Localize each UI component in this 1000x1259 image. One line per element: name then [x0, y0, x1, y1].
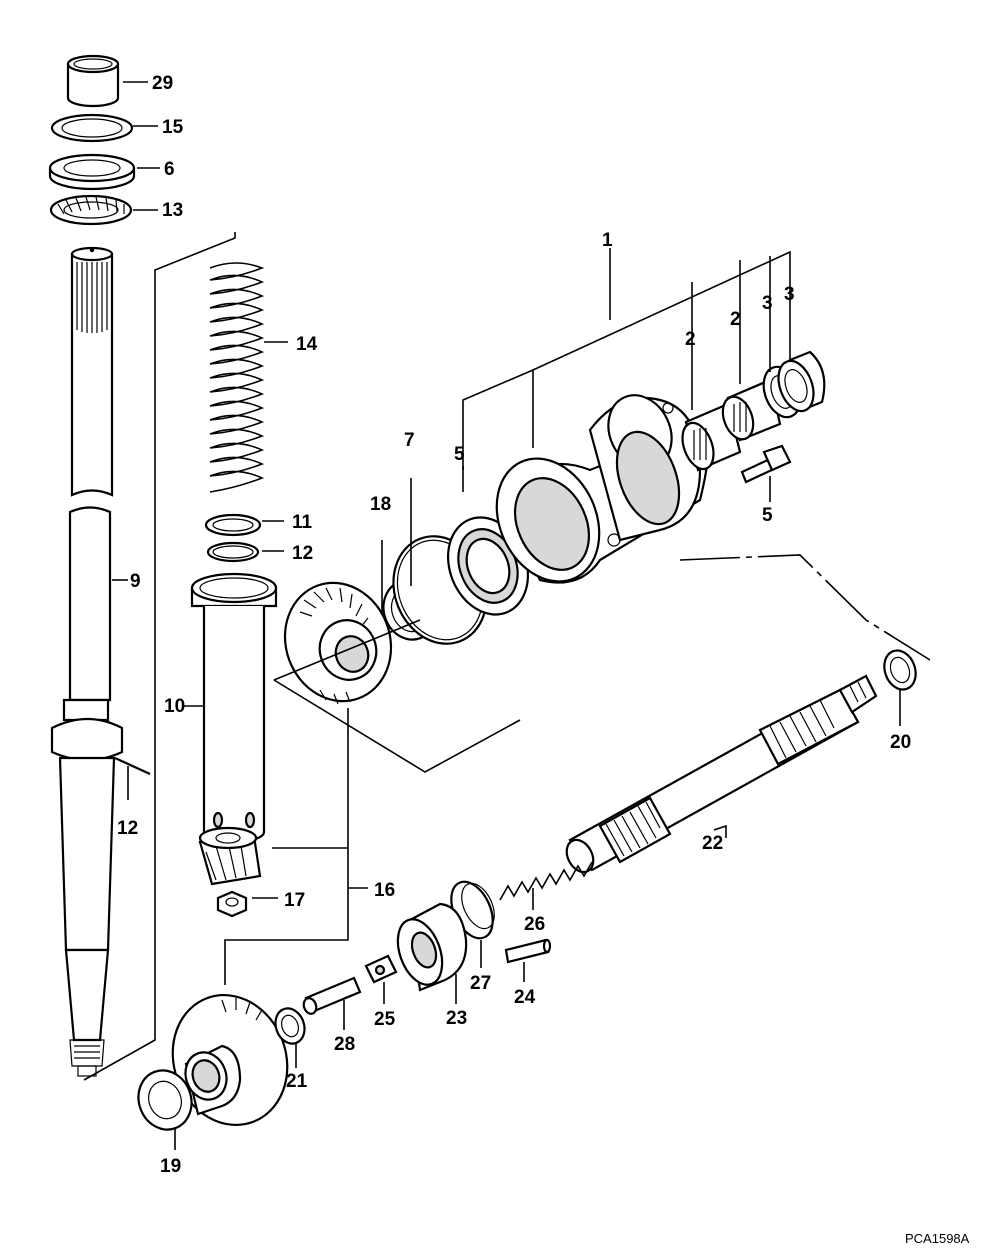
- callout-10: 6: [164, 159, 175, 180]
- callout-1: 1: [602, 230, 613, 251]
- nut-17: [216, 890, 248, 918]
- washer-20: [883, 649, 917, 691]
- callout-25: 25: [374, 1009, 396, 1030]
- oil-seal-3b: [777, 350, 826, 413]
- callout-2b: 2: [730, 309, 741, 330]
- callout-29: 29: [152, 73, 173, 94]
- callout-7: 9: [130, 571, 141, 592]
- bracket-gear-set-16: [224, 847, 349, 985]
- callout-5b: 5: [762, 505, 773, 526]
- washer-21: [274, 1007, 306, 1045]
- bearing-4: [446, 516, 530, 616]
- sleeve-8: [190, 572, 278, 844]
- pinion-gear: [198, 826, 262, 886]
- callout-28: 28: [334, 1034, 355, 1055]
- callout-15: 15: [162, 117, 184, 138]
- callout-27: 27: [470, 973, 491, 994]
- callout-2a: 2: [685, 329, 696, 350]
- callout-9: 11: [292, 512, 313, 533]
- callout-24: 24: [514, 987, 536, 1008]
- thrust-bearing-13: [49, 194, 133, 226]
- cam-follower-25: [364, 954, 398, 984]
- bolt-5: [740, 444, 792, 484]
- bracket-prop-shaft: [273, 679, 521, 773]
- callout-labels: 29 15 6 13 14 11 12 9 10 13 12 17 16 19 …: [117, 73, 970, 1246]
- pin-24: [504, 938, 552, 964]
- callout-12b: 12: [117, 818, 138, 839]
- callout-16: 16: [374, 880, 395, 901]
- washer-15: [50, 113, 134, 143]
- callout-4: 5: [454, 444, 465, 465]
- shifter-28: [302, 976, 362, 1015]
- thrust-race-10: [48, 153, 136, 191]
- callout-11: 12: [292, 543, 313, 564]
- bushing-29: [66, 54, 120, 108]
- pin-12: [114, 756, 151, 776]
- propeller-shaft-22: [565, 674, 878, 874]
- forward-gear: [283, 581, 393, 705]
- washer-9: [204, 513, 262, 537]
- callout-20: 20: [890, 732, 911, 753]
- bracket-housing-assembly-1: [462, 368, 534, 492]
- guide-line-shaft: [83, 232, 236, 1081]
- callout-3b: 3: [784, 284, 795, 305]
- ring-11: [206, 541, 260, 563]
- callout-14: 14: [296, 334, 318, 355]
- callout-19: 19: [160, 1156, 181, 1177]
- spring-26: [499, 861, 593, 901]
- callout-3a: 3: [762, 293, 773, 314]
- clutch-dog-23: [396, 902, 468, 992]
- callout-26: 26: [524, 914, 545, 935]
- callout-13: 13: [162, 200, 183, 221]
- callout-23: 23: [446, 1008, 467, 1029]
- propeller-shaft-housing: [495, 394, 710, 584]
- callout-6: 7: [404, 430, 415, 451]
- callout-22: 22: [702, 833, 723, 854]
- spring-14: [209, 262, 265, 493]
- drive-shaft-7: [50, 246, 124, 1077]
- reverse-gear: [171, 993, 289, 1127]
- callout-8: 10: [164, 696, 185, 717]
- callout-17: 17: [284, 890, 305, 911]
- callout-21: 21: [286, 1071, 308, 1092]
- drawing-code: PCA1598A: [905, 1231, 970, 1246]
- callout-18: 18: [370, 494, 391, 515]
